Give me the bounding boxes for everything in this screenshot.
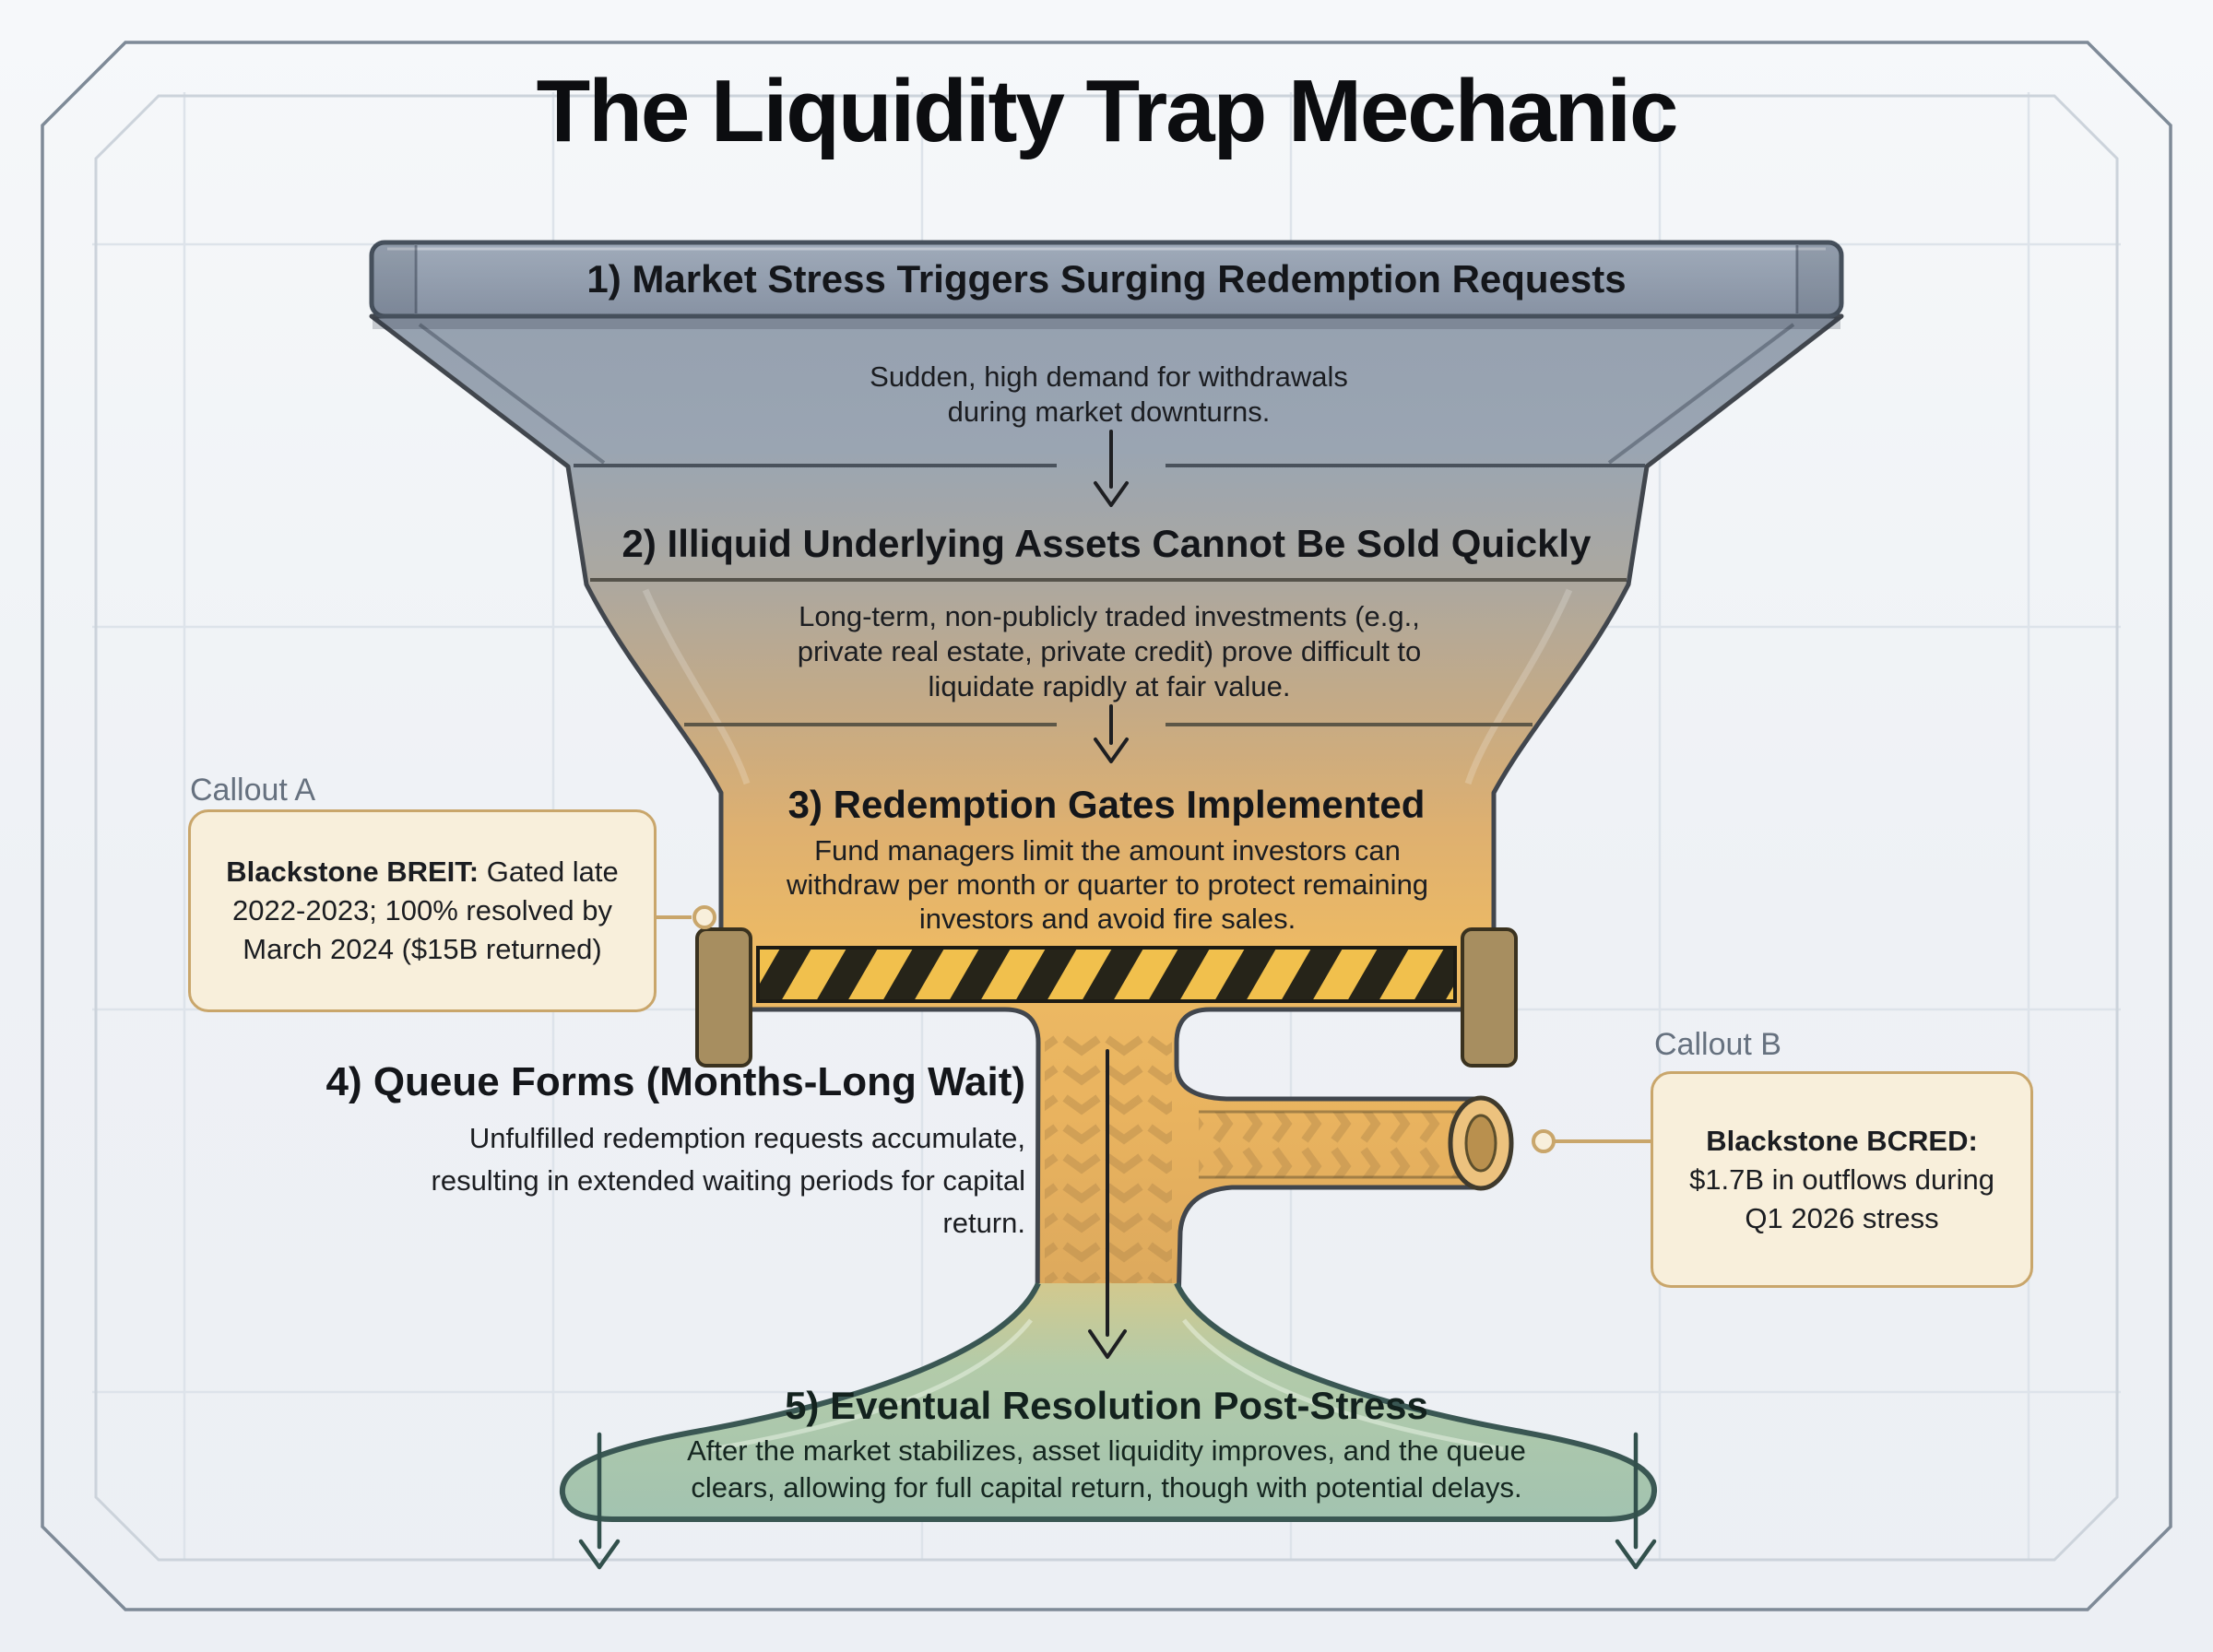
funnel-body [369,313,1844,1345]
callout-b-box: Blackstone BCRED: $1.7B in outflows durin… [1651,1071,2033,1288]
stage3-title: 3) Redemption Gates Implemented [787,783,1426,826]
callout-b-text: Blackstone BCRED: $1.7B in outflows durin… [1675,1122,2008,1238]
stage1-description: Sudden, high demand for withdrawals duri… [870,360,1356,428]
stage5-title: 5) Eventual Resolution Post-Stress [785,1384,1428,1427]
callout-a-connector [657,905,716,929]
gate-clamps [695,927,1518,1068]
gate-clamp-right [1461,927,1518,1068]
callout-a-lead: Blackstone BREIT: [226,856,479,888]
exit-arrow-right [1615,1432,1657,1570]
callout-b-lead: Blackstone BCRED: [1706,1124,1978,1157]
callout-connectors [657,905,1651,1153]
stage3-description: Fund managers limit the amount investors… [786,834,1437,935]
funnel-top-band [369,240,1844,319]
flow-arrow-1 [1094,430,1129,507]
outflow-pipe-bore-lines [1199,1110,1462,1179]
callout-a-box: Blackstone BREIT: Gated late 2022-2023; … [188,809,657,1012]
funnel-inner-bevel [373,317,1840,785]
stage1-title: 1) Market Stress Triggers Surging Redemp… [586,257,1627,301]
callout-a-label: Callout A [190,773,316,808]
flow-arrow-2 [1094,704,1129,763]
page-title: The Liquidity Trap Mechanic [536,62,1679,160]
outflow-pipe-texture [1199,1112,1462,1178]
stage2-description: Long-term, non-publicly traded investmen… [797,600,1429,702]
exit-arrow-left [578,1432,621,1570]
resolution-bell-outline [559,1281,1657,1522]
callout-a-detail: Gated late 2022-2023; 100% resolved by M… [232,856,619,965]
stage4-title: 4) Queue Forms (Months-Long Wait) [325,1059,1025,1104]
stage4-description: Unfulfilled redemption requests accumula… [431,1122,1034,1239]
stage2-title: 2) Illiquid Underlying Assets Cannot Be … [621,522,1592,565]
outflow-pipe-mouth [1448,1095,1514,1191]
callout-b-connector [1532,1129,1651,1153]
resolution-bell-fill [562,1283,1655,1519]
callout-a-text: Blackstone BREIT: Gated late 2022-2023; … [213,853,632,969]
frame-inner [94,94,2119,1562]
exit-arrows [578,1432,1657,1570]
bell-inner-highlight [711,1318,1504,1452]
stage5-description: After the market stabilizes, asset liqui… [687,1434,1534,1504]
frame-outer [41,41,2172,1611]
flow-arrows [1088,430,1129,1359]
callout-b-label: Callout B [1654,1027,1781,1062]
gate-clamp-left [695,927,752,1068]
callout-b-detail: $1.7B in outflows during Q1 2026 stress [1689,1162,1994,1234]
flow-arrow-3 [1088,1049,1127,1359]
redemption-gate-stripes [756,946,1457,1003]
page-frame [41,41,2172,1611]
section-divider-lines [574,464,1645,726]
